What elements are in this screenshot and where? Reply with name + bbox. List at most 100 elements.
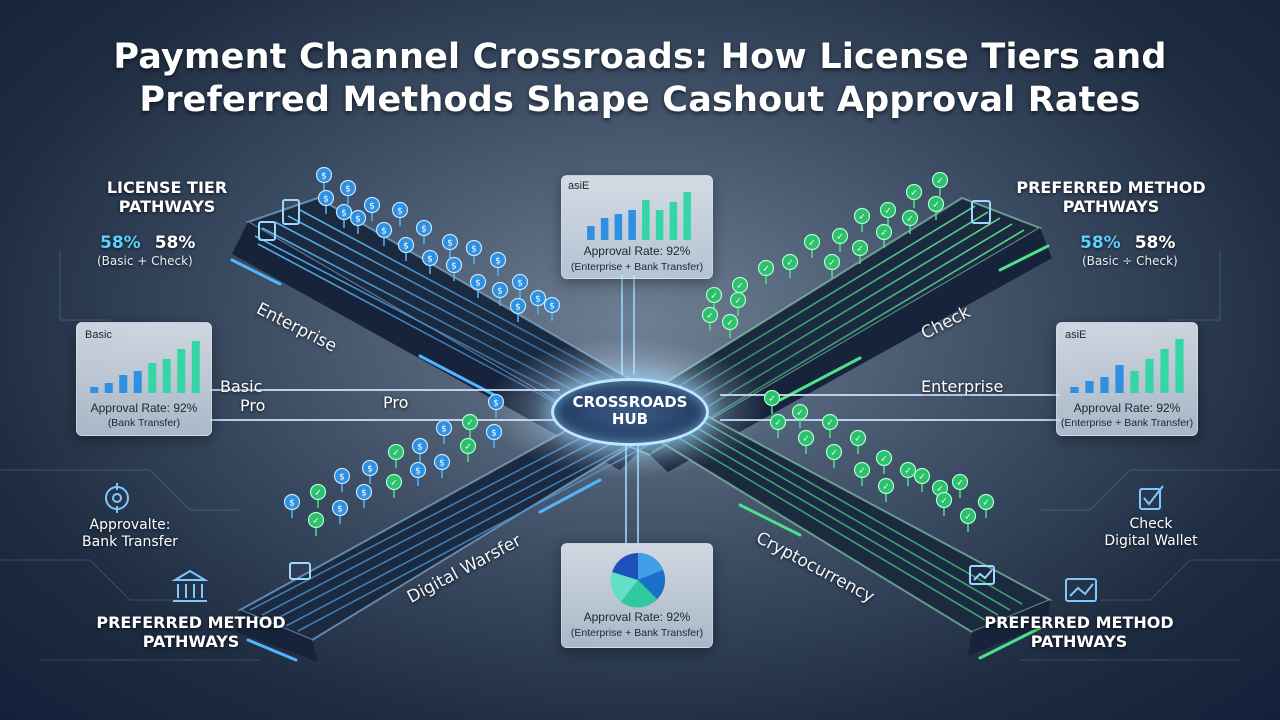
right-top-percentages: 58%58% xyxy=(1080,233,1175,253)
card-top: asiE Approval Rate: 92% (Enterprise + Ba… xyxy=(561,175,713,279)
svg-text:✓: ✓ xyxy=(826,419,834,429)
right-bottom-heading: PREFERRED METHOD PATHWAYS xyxy=(976,613,1182,651)
right-bottom-method-line2: Digital Wallet xyxy=(1104,533,1198,549)
right-top-heading-line2: PATHWAYS xyxy=(1062,197,1160,216)
card-right: asiE Approval Rate: 92% (Enterprise + Ba… xyxy=(1056,322,1198,436)
svg-text:$: $ xyxy=(515,303,521,313)
dollar-coin-icon: $ xyxy=(529,289,547,314)
check-coin-icon: ✓ xyxy=(823,253,841,278)
phone-icon xyxy=(258,199,300,241)
mini-bar xyxy=(1130,371,1139,393)
mini-bar xyxy=(669,202,678,240)
dollar-coin-icon: $ xyxy=(509,297,527,322)
mini-bar xyxy=(1070,387,1079,393)
svg-text:$: $ xyxy=(495,257,501,267)
left-bottom-approval-line1: Approvalte: xyxy=(89,517,171,533)
mini-bar xyxy=(600,218,609,240)
left-bottom-approval-line2: Bank Transfer xyxy=(82,534,178,550)
card-left-line1: Approval Rate: 92% xyxy=(90,401,198,415)
right-bottom-heading-line2: PATHWAYS xyxy=(1030,632,1128,651)
check-coin-icon: ✓ xyxy=(461,413,479,438)
check-coin-icon: ✓ xyxy=(701,306,719,331)
check-coin-icon: ✓ xyxy=(927,195,945,220)
card-right-line2: (Enterprise + Bank Transfer) xyxy=(1060,417,1194,429)
svg-text:✓: ✓ xyxy=(940,497,948,507)
svg-text:$: $ xyxy=(403,242,409,252)
mini-bar xyxy=(683,192,691,240)
hub-line1: CROSSROADS xyxy=(572,393,688,411)
svg-text:✓: ✓ xyxy=(910,189,918,199)
mini-bar xyxy=(1160,349,1169,393)
label-pro-center: Pro xyxy=(383,393,409,412)
svg-text:✓: ✓ xyxy=(982,499,990,509)
svg-text:✓: ✓ xyxy=(858,213,866,223)
check-coin-icon: ✓ xyxy=(901,209,919,234)
svg-text:✓: ✓ xyxy=(856,245,864,255)
check-coin-icon: ✓ xyxy=(729,291,747,316)
svg-text:$: $ xyxy=(491,429,497,439)
card-bottom-line1: Approval Rate: 92% xyxy=(583,610,691,624)
mini-bar xyxy=(1085,381,1094,393)
label-pro-left: Pro xyxy=(240,396,266,415)
left-top-heading-line1: LICENSE TIER xyxy=(106,178,228,197)
left-top-percentages: 58%58% xyxy=(100,233,195,253)
check-coin-icon: ✓ xyxy=(721,313,739,338)
dollar-coin-icon: $ xyxy=(485,423,503,448)
card-top-tag: asiE xyxy=(568,180,590,192)
dollar-coin-icon: $ xyxy=(409,461,427,486)
svg-text:✓: ✓ xyxy=(836,233,844,243)
svg-text:$: $ xyxy=(417,443,423,453)
dollar-coin-icon: $ xyxy=(487,393,505,418)
check-coin-icon: ✓ xyxy=(387,443,405,468)
card-top-line1: Approval Rate: 92% xyxy=(583,244,691,258)
svg-text:✓: ✓ xyxy=(880,229,888,239)
check-coin-icon: ✓ xyxy=(307,511,325,536)
mini-bar xyxy=(642,200,650,240)
left-top-sub: (Basic + Check) xyxy=(97,254,193,268)
check-coin-icon: ✓ xyxy=(853,207,871,232)
dollar-coin-icon: $ xyxy=(543,296,561,321)
svg-text:✓: ✓ xyxy=(904,467,912,477)
check-coin-icon: ✓ xyxy=(913,467,931,492)
check-coin-icon: ✓ xyxy=(977,493,995,518)
check-coin-icon: ✓ xyxy=(951,473,969,498)
label-basic: Basic xyxy=(220,377,263,396)
mini-bar xyxy=(162,359,171,393)
svg-text:$: $ xyxy=(535,295,541,305)
check-coin-icon: ✓ xyxy=(875,449,893,474)
svg-text:✓: ✓ xyxy=(710,292,718,302)
card-left-bar-chart xyxy=(90,341,200,393)
check-coin-icon: ✓ xyxy=(763,389,781,414)
card-left: Basic Approval Rate: 92% (Bank Transfer) xyxy=(76,322,212,436)
svg-text:$: $ xyxy=(339,473,345,483)
svg-text:✓: ✓ xyxy=(884,207,892,217)
check-coin-icon: ✓ xyxy=(385,473,403,498)
svg-text:✓: ✓ xyxy=(466,419,474,429)
svg-text:✓: ✓ xyxy=(830,449,838,459)
card-right-tag: asiE xyxy=(1065,329,1087,341)
mini-bar xyxy=(1115,365,1124,393)
svg-text:✓: ✓ xyxy=(706,312,714,322)
check-coin-icon: ✓ xyxy=(821,413,839,438)
dollar-coin-icon: $ xyxy=(491,281,509,306)
dollar-coin-icon: $ xyxy=(411,437,429,462)
dollar-coin-icon: $ xyxy=(317,189,335,214)
dollar-coin-icon: $ xyxy=(391,201,409,226)
mini-bar xyxy=(1100,377,1109,393)
dollar-coin-icon: $ xyxy=(283,493,301,518)
dollar-coin-icon: $ xyxy=(339,179,357,204)
card-right-line1: Approval Rate: 92% xyxy=(1073,401,1181,415)
left-top-heading: LICENSE TIER PATHWAYS xyxy=(82,178,252,216)
svg-text:✓: ✓ xyxy=(906,215,914,225)
right-bottom-heading-line1: PREFERRED METHOD xyxy=(984,613,1174,632)
left-top-heading-line2: PATHWAYS xyxy=(118,197,216,216)
svg-text:✓: ✓ xyxy=(314,489,322,499)
check-coin-icon: ✓ xyxy=(705,286,723,311)
svg-text:✓: ✓ xyxy=(726,319,734,329)
dollar-coin-icon: $ xyxy=(465,239,483,264)
left-top-pct-a: 58% xyxy=(100,233,141,253)
card-bottom: Approval Rate: 92% (Enterprise + Bank Tr… xyxy=(561,543,713,648)
right-bottom-method-line1: Check xyxy=(1129,516,1173,532)
dollar-coin-icon: $ xyxy=(315,166,333,191)
svg-text:✓: ✓ xyxy=(796,409,804,419)
